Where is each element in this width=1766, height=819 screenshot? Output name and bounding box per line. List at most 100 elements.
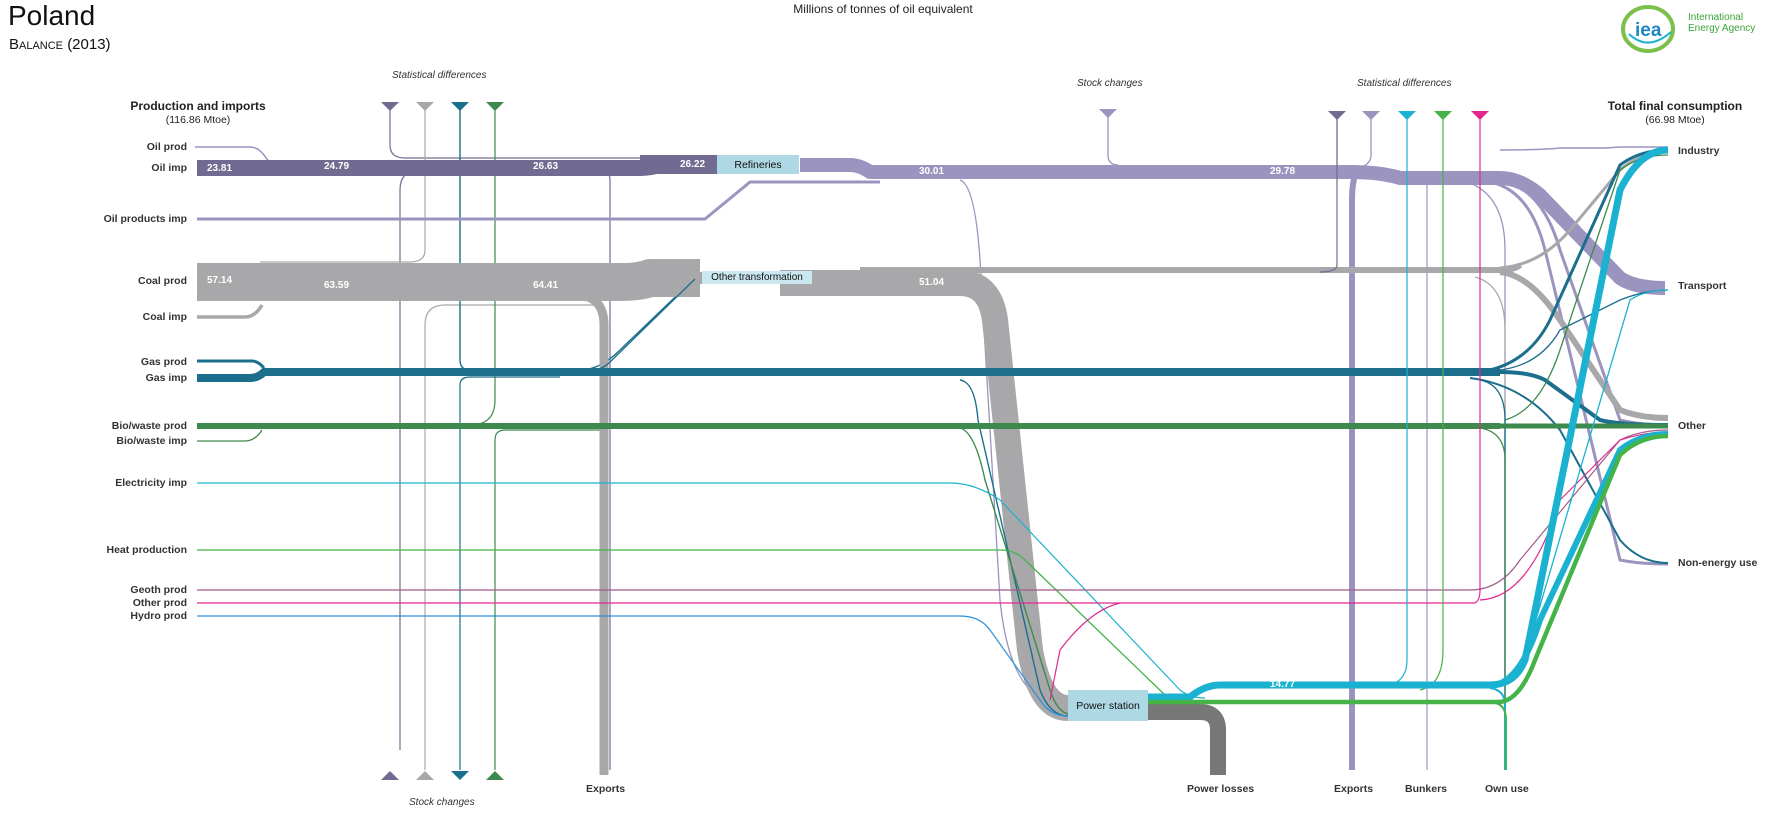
stat-diff-right-oil-icon	[1328, 111, 1346, 120]
final-consumption-title: Total final consumption	[1607, 99, 1743, 113]
flow-gas-prod	[197, 359, 266, 369]
iea-logo-icon	[1621, 5, 1675, 53]
own-use-label[interactable]: Own use	[1485, 783, 1529, 795]
exports-label-right[interactable]: Exports	[1334, 783, 1374, 795]
flow-oil-prod	[195, 146, 271, 164]
source-elec-imp[interactable]: Electricity imp	[115, 477, 187, 489]
sink-non-energy-use[interactable]: Non-energy use	[1678, 557, 1758, 569]
flow-value-oil-1: 23.81	[207, 163, 233, 174]
stat-diff-right-elec-icon	[1398, 111, 1416, 120]
flow-hydro-prod	[197, 615, 1069, 717]
flow-value-oil-2: 24.79	[324, 161, 350, 172]
flow-power-losses	[1145, 704, 1226, 775]
source-coal-imp[interactable]: Coal imp	[142, 311, 187, 323]
flow-value-oil-3: 26.63	[533, 161, 559, 172]
flow-value-oil-7: 20.93	[1444, 163, 1470, 174]
stat-diff-right-oilprod-icon	[1362, 111, 1380, 120]
flow-coal-export	[579, 290, 609, 775]
source-bio-prod[interactable]: Bio/waste prod	[111, 420, 187, 432]
flow-oil-to-nonenergy	[1489, 180, 1669, 566]
flow-heat-stat-right	[1419, 112, 1444, 691]
sink-industry[interactable]: Industry	[1678, 145, 1720, 157]
node-other-transformation[interactable]: Other transformation	[702, 271, 812, 284]
stat-diff-label-right: Statistical differences	[1357, 78, 1452, 89]
flow-value-coal-3: 64.41	[533, 280, 559, 291]
stat-diff-gas-icon	[451, 102, 469, 111]
flow-value-coal-4: 51.04	[919, 277, 945, 288]
node-refineries[interactable]: Refineries	[717, 155, 799, 174]
flow-stock-change-top	[1107, 112, 1119, 166]
production-imports-total: (116.86 Mtoe)	[165, 114, 231, 126]
flow-bio-imp	[197, 429, 263, 442]
flow-bio-own-use	[1479, 427, 1506, 770]
flow-coal-imp	[197, 304, 264, 319]
flow-heat-own-use	[1494, 702, 1507, 770]
node-power-station[interactable]: Power station	[1068, 690, 1148, 721]
flow-gas-own-use	[1479, 379, 1506, 770]
stat-diff-right-other-icon	[1471, 111, 1489, 120]
triangle-markers	[381, 102, 1489, 780]
stock-changes-label-top: Stock changes	[1077, 78, 1143, 89]
source-coal-prod[interactable]: Coal prod	[138, 275, 187, 287]
flow-heat-main	[1145, 433, 1669, 705]
stock-change-top-icon	[1099, 109, 1117, 118]
flow-other-prod-b	[1049, 602, 1121, 701]
source-oil-prod[interactable]: Oil prod	[146, 141, 187, 153]
flow-oil-to-transport	[1499, 171, 1666, 295]
iea-logo-mark: iea	[1635, 20, 1662, 41]
flow-coal-stock-line	[424, 304, 600, 770]
source-gas-imp[interactable]: Gas imp	[145, 372, 187, 384]
stat-diff-coal-icon	[416, 102, 434, 111]
flow-coal-to-other	[1499, 269, 1669, 421]
flow-gas-stock-line	[459, 376, 560, 770]
flow-oil-to-industry	[1499, 146, 1668, 151]
source-bio-imp[interactable]: Bio/waste imp	[116, 435, 187, 447]
flow-oil-own-use	[1459, 179, 1506, 770]
flow-oil-exports	[1349, 174, 1358, 770]
stat-diff-right-heat-icon	[1434, 111, 1452, 120]
flow-coal-main	[197, 259, 700, 301]
stock-change-bio-icon	[486, 771, 504, 780]
source-hydro-prod[interactable]: Hydro prod	[130, 610, 187, 622]
exports-label-left[interactable]: Exports	[586, 783, 626, 795]
flow-value-oil-6: 29.78	[1270, 166, 1296, 177]
flow-elec-to-other	[1489, 431, 1669, 689]
flow-other-prod	[197, 112, 1481, 604]
iea-logo[interactable]: iea International Energy Agency	[1621, 4, 1761, 54]
final-consumption-total: (66.98 Mtoe)	[1645, 114, 1705, 126]
flow-oil-statdiff-top	[389, 108, 640, 159]
flow-gas-to-nonenergy	[1469, 377, 1669, 564]
bunkers-label[interactable]: Bunkers	[1405, 783, 1448, 795]
flow-gas-to-transformation	[579, 278, 696, 373]
sink-other[interactable]: Other	[1678, 420, 1707, 432]
flow-elec-stat-right	[1389, 112, 1408, 686]
flow-gas-imp	[197, 368, 1500, 382]
source-gas-prod[interactable]: Gas prod	[140, 356, 187, 368]
stat-diff-bio-icon	[486, 102, 504, 111]
sink-transport[interactable]: Transport	[1678, 280, 1727, 292]
stock-change-coal-icon	[416, 771, 434, 780]
flow-geoth-prod	[197, 429, 1669, 591]
flow-coal-after	[860, 262, 1523, 273]
flow-elec-to-transport	[1499, 289, 1669, 685]
source-heat-prod[interactable]: Heat production	[106, 544, 188, 556]
flow-bio-to-power	[959, 427, 1071, 715]
stock-changes-label-bottom: Stock changes	[409, 797, 475, 808]
flow-value-coal-2: 63.59	[324, 280, 350, 291]
flow-value-elec-1: 14.77	[1270, 679, 1296, 690]
flow-oil-stat-diff	[399, 169, 611, 770]
power-losses-label[interactable]: Power losses	[1187, 783, 1255, 795]
source-other-prod[interactable]: Other prod	[132, 597, 187, 609]
stat-diff-crude-oil-icon	[381, 102, 399, 111]
stock-change-crude-oil-icon	[381, 771, 399, 780]
source-oil-imp[interactable]: Oil imp	[151, 162, 187, 174]
source-oil-products-imp[interactable]: Oil products imp	[103, 213, 187, 225]
flow-elec-own-use	[1489, 687, 1506, 770]
flow-bio-stock-line	[494, 429, 600, 770]
production-imports-title: Production and imports	[130, 99, 266, 113]
source-geoth-prod[interactable]: Geoth prod	[130, 584, 187, 596]
flow-gas-to-power	[959, 379, 1069, 717]
units-label: Millions of tonnes of oil equivalent	[793, 2, 973, 16]
flow-value-oil-4: 26.22	[680, 159, 706, 170]
